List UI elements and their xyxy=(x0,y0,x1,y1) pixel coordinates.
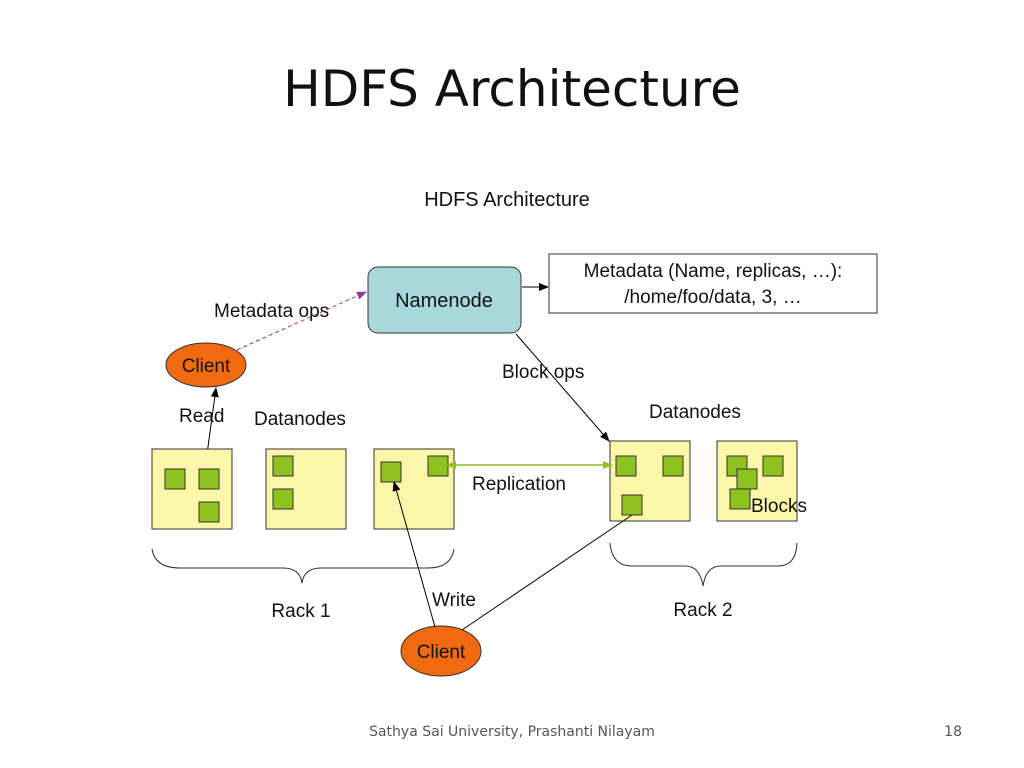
read-label: Read xyxy=(179,406,224,427)
block xyxy=(662,455,684,477)
rack-1-label: Rack 1 xyxy=(271,601,330,622)
metadata-box xyxy=(548,253,878,314)
namenode-label: Namenode xyxy=(395,290,493,312)
page-number: 18 xyxy=(944,724,962,740)
block xyxy=(729,488,751,510)
write-label: Write xyxy=(432,590,476,611)
slide-title: HDFS Architecture xyxy=(283,60,741,118)
metadata-ops-label: Metadata ops xyxy=(214,301,329,322)
metadata-line-1: Metadata (Name, replicas, …): xyxy=(584,261,843,282)
write-arrow-rack-2 xyxy=(461,514,633,631)
block xyxy=(427,455,449,477)
rack-2-brace xyxy=(609,542,798,587)
block xyxy=(736,468,758,490)
datanodes-label-right: Datanodes xyxy=(649,402,741,423)
rack-2-label: Rack 2 xyxy=(673,600,732,621)
diagram-title: HDFS Architecture xyxy=(424,189,590,211)
replication-label: Replication xyxy=(472,474,566,495)
metadata-ops-arrow xyxy=(236,291,367,351)
block xyxy=(164,468,186,490)
block xyxy=(198,501,220,523)
block-ops-label: Block ops xyxy=(502,362,584,383)
block xyxy=(615,455,637,477)
client-write-ellipse[interactable] xyxy=(400,625,482,677)
block xyxy=(380,461,402,483)
metadata-line-2: /home/foo/data, 3, … xyxy=(624,287,801,308)
blocks-label: Blocks xyxy=(751,496,807,517)
block xyxy=(621,494,643,516)
block xyxy=(272,455,294,477)
rack-1-brace xyxy=(151,548,455,584)
datanodes-label-left: Datanodes xyxy=(254,409,346,430)
datanode-box xyxy=(151,448,233,530)
client-read-label: Client xyxy=(182,356,231,377)
footer-text: Sathya Sai University, Prashanti Nilayam xyxy=(369,724,655,740)
namenode-box xyxy=(367,266,522,334)
client-read-ellipse[interactable] xyxy=(165,342,247,388)
client-write-label: Client xyxy=(417,642,466,663)
block xyxy=(272,488,294,510)
block xyxy=(762,455,784,477)
block xyxy=(198,468,220,490)
write-arrow-rack-1 xyxy=(392,481,436,628)
block-ops-arrow xyxy=(515,333,610,442)
